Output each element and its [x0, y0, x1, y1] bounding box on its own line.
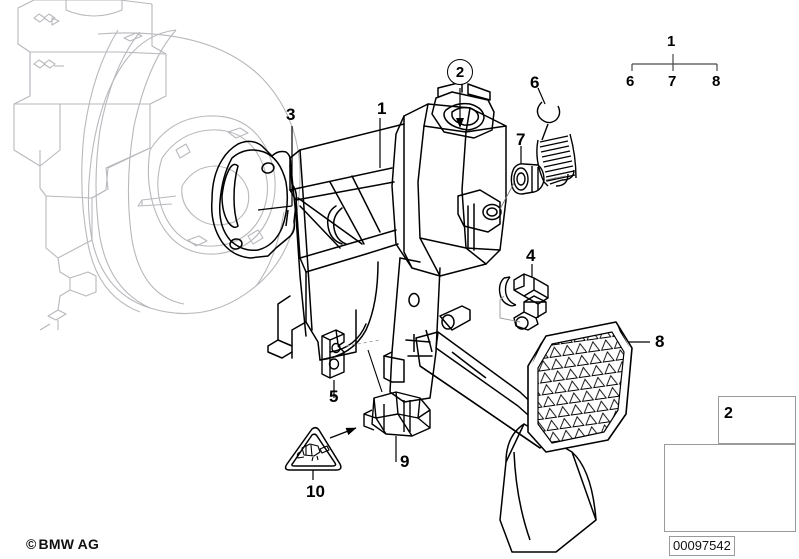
callout-5: 5	[329, 387, 339, 406]
flange-nut-inset-label: 2	[724, 405, 733, 422]
callout-1: 1	[377, 99, 387, 118]
callout-4: 4	[526, 246, 536, 265]
group-child-label-7: 7	[668, 73, 677, 90]
flange-nut-inset-box	[718, 396, 796, 444]
assembly-path-4	[499, 295, 521, 323]
part-5-retaining-plate	[321, 329, 345, 379]
vehicle-inset-box	[664, 444, 796, 532]
leader-line-6	[537, 87, 546, 105]
assembly-axis-7	[499, 182, 515, 210]
part-7-bushing	[510, 163, 557, 195]
assembly-group-bracket-lines	[631, 54, 718, 71]
brake-booster-reference-group	[13, 0, 301, 331]
callout-7: 7	[516, 130, 526, 149]
group-child-label-8: 8	[712, 73, 721, 90]
copyright-owner: BMW AG	[38, 536, 100, 552]
part-6-return-spring	[536, 101, 577, 187]
assembly-axis-6	[545, 175, 567, 181]
part-9-bearing-block	[363, 391, 431, 437]
grease-arrow-to-9	[329, 427, 357, 439]
callout-2-circled: 2	[447, 59, 473, 85]
part-1-pedal-bracket	[267, 81, 507, 403]
part-8-pedal-pad	[527, 321, 633, 453]
callout-10: 10	[306, 482, 325, 501]
callout-3: 3	[286, 105, 296, 124]
part-4-pin-with-clip	[498, 273, 549, 331]
diagram-number: 00097542	[669, 536, 735, 556]
callout-6: 6	[530, 73, 540, 92]
group-child-label-6: 6	[626, 73, 635, 90]
part-3-gasket	[210, 140, 298, 259]
leader-arrow-2	[456, 118, 464, 128]
assembly-axis-9	[367, 349, 383, 393]
copyright-symbol: ©	[26, 536, 37, 552]
callout-8: 8	[655, 332, 665, 351]
part-10-grease-symbol	[284, 426, 342, 471]
callout-9: 9	[400, 452, 410, 471]
group-parent-label-1: 1	[667, 33, 676, 50]
copyright-notice: ©BMW AG	[26, 536, 99, 552]
leader-line-3b	[257, 205, 293, 211]
